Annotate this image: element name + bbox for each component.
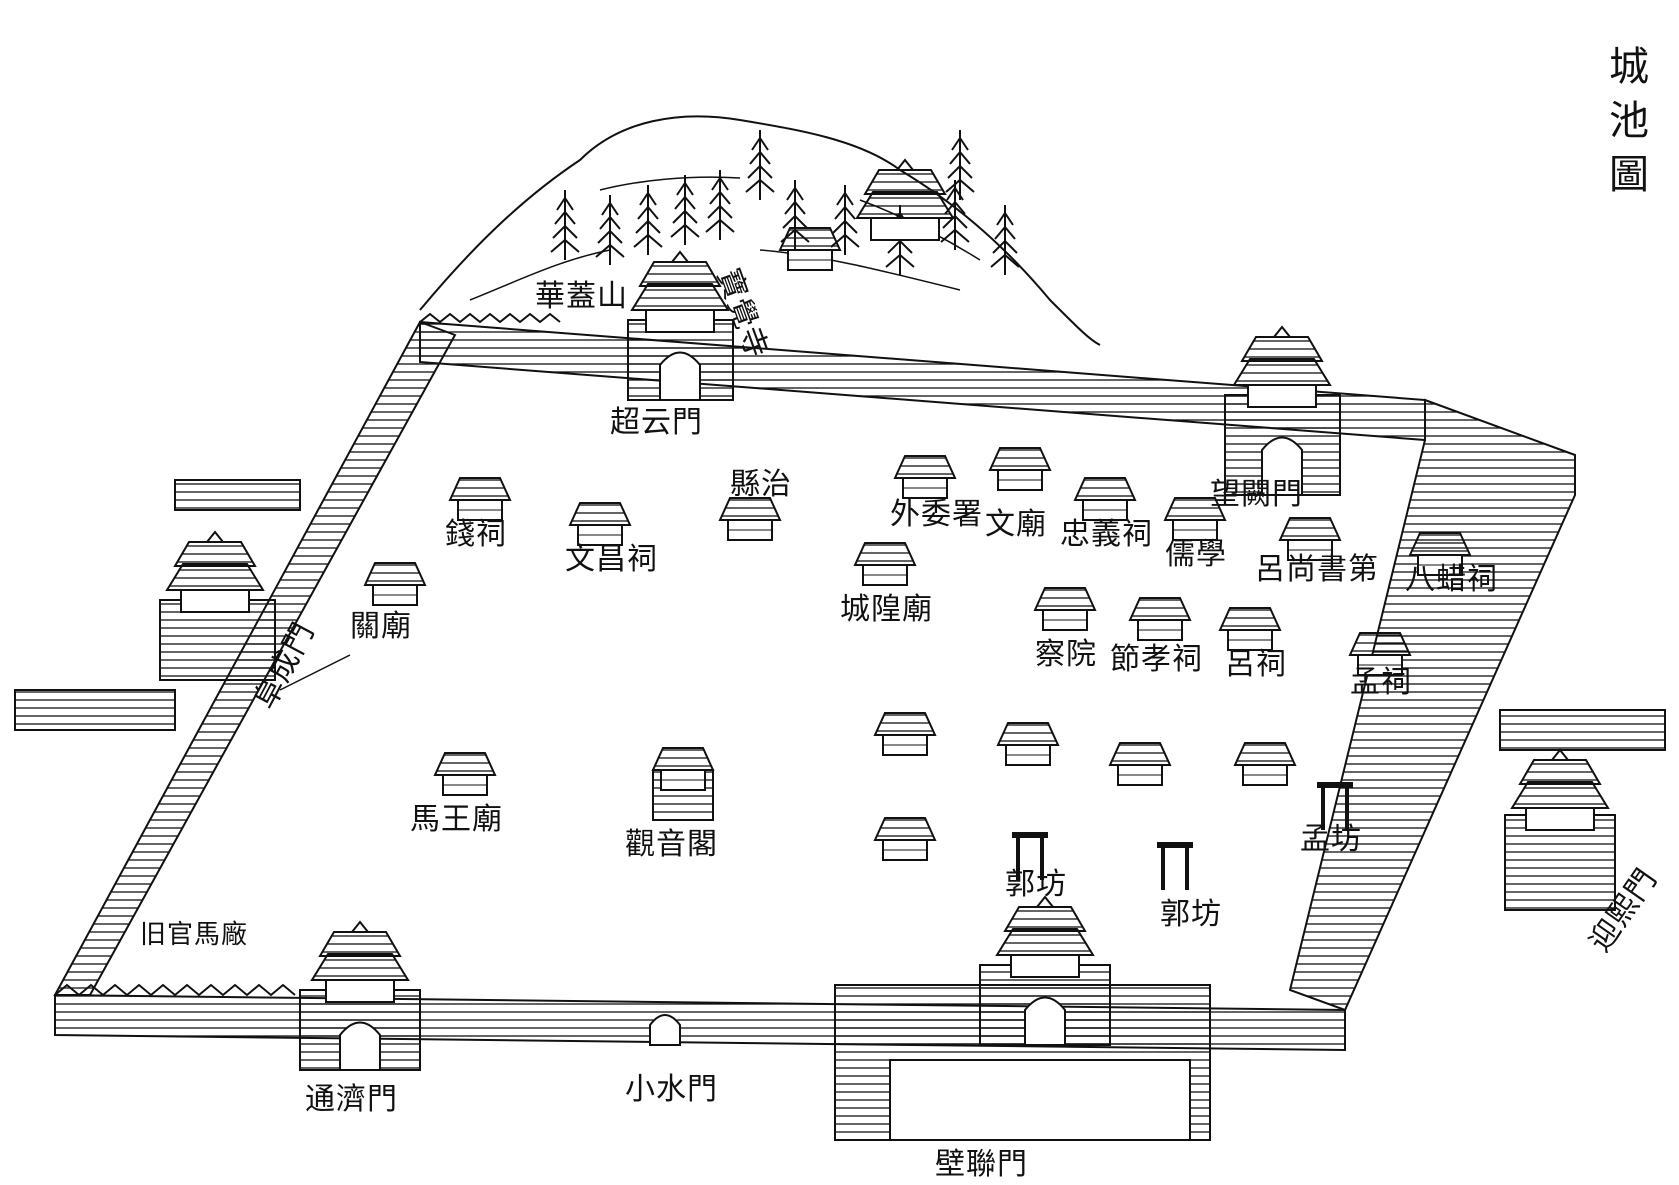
water-gate-south — [649, 1014, 681, 1046]
label-county-office: 縣治 — [730, 467, 792, 502]
city-wall — [14, 312, 1666, 1141]
label-confucian-school: 儒學 — [1165, 537, 1227, 572]
gate-tower-northeast — [1224, 326, 1341, 496]
gate-label-northeast: 望闕門 — [1210, 477, 1303, 512]
label-city-god-temple: 城隍廟 — [840, 592, 933, 627]
gate-label-south-west: 通濟門 — [305, 1082, 398, 1117]
label-old-stable: 旧官馬廠 — [140, 920, 249, 950]
decorative-strokes — [279, 654, 351, 691]
label-wen-temple: 文廟 — [985, 507, 1047, 542]
label-qian-shrine: 錢祠 — [445, 517, 507, 552]
buildings — [364, 447, 1471, 892]
gate-tower-north — [627, 251, 734, 401]
label-guo-arch-1: 郭坊 — [1005, 867, 1067, 902]
label-mountain: 華蓋山 — [535, 279, 628, 314]
gate-label-south-small: 小水門 — [625, 1072, 718, 1107]
gate-tower-west — [159, 531, 276, 681]
label-zhongyi-shrine: 忠義祠 — [1060, 517, 1153, 552]
mountain — [419, 115, 1101, 346]
gate-label-south-east: 壁聯門 — [935, 1147, 1028, 1182]
gate-tower-east — [1504, 749, 1616, 911]
label-meng-arch: 孟坊 — [1300, 822, 1362, 857]
label-lu-shrine: 呂祠 — [1225, 647, 1287, 682]
label-guan-temple: 關廟 — [350, 609, 412, 644]
label-waiwei-office: 外委署 — [890, 497, 983, 532]
gate-label-north: 超云門 — [610, 405, 703, 440]
label-guanyin-pavilion: 觀音閣 — [625, 827, 718, 862]
gate-tower-south-west — [299, 921, 421, 1071]
label-bazha-shrine: 八蜡祠 — [1405, 562, 1498, 597]
map-title: 城池圖 — [1602, 45, 1648, 207]
label-mawang-temple: 馬王廟 — [410, 802, 503, 837]
label-jiexiao-shrine: 節孝祠 — [1110, 642, 1203, 677]
label-guo-arch-2: 郭坊 — [1160, 897, 1222, 932]
gate-tower-south-east — [979, 896, 1111, 1046]
label-meng-shrine: 孟祠 — [1350, 665, 1412, 700]
label-lu-shangshu-mansion: 呂尚書第 — [1255, 552, 1379, 587]
label-wenchang-shrine: 文昌祠 — [565, 542, 658, 577]
label-cha-yuan: 察院 — [1035, 637, 1097, 672]
